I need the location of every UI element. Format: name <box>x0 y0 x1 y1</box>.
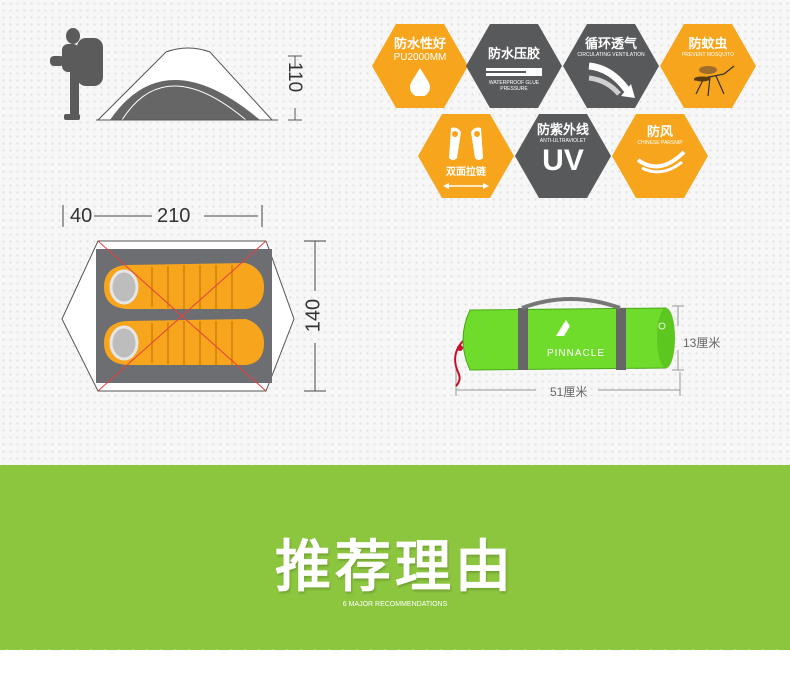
pinnacle-logo-icon <box>556 320 578 336</box>
banner-title: 推荐理由 <box>275 535 515 600</box>
uv-icon: UV <box>542 144 584 177</box>
double-arrow-icon <box>443 183 489 189</box>
bag-length-label: 51厘米 <box>550 385 588 399</box>
hiker-silhouette-icon <box>50 28 103 120</box>
feature-windproof: 防风 CHINESE PARSNIP <box>612 114 708 198</box>
bag-height-label: 13厘米 <box>683 336 721 350</box>
floor-plan-diagram <box>61 205 326 392</box>
feature-seam-tape: 防水压胶 WATERPROOF GLUE PRESSURE <box>466 24 562 108</box>
feature-double-zipper: 双面拉链 <box>418 114 514 198</box>
tent-bag-diagram <box>454 297 684 396</box>
tent-height-label: 110 <box>284 61 305 93</box>
seam-tape-icon <box>486 68 542 76</box>
feature-ventilation: 循环透气 CIRCULATING VENTILATION <box>563 24 659 108</box>
banner-subtitle: 6 MAJOR RECOMMENDATIONS <box>342 601 448 608</box>
height-marker <box>288 55 302 121</box>
zipper-pullers-icon <box>449 127 483 160</box>
scalloped-edge <box>0 643 790 679</box>
mosquito-icon <box>693 65 735 97</box>
feature-mosquito: 防蚊虫 PREVENT MOSQUITO <box>660 24 756 108</box>
brand-name: PINNACLE <box>546 348 605 359</box>
feature-waterproof: 防水性好 PU2000MM <box>372 24 468 108</box>
floor-width-label: 140 <box>302 298 325 333</box>
sleeping-bag-icon <box>104 319 264 365</box>
water-drop-icon <box>410 68 430 96</box>
airflow-arrows-icon <box>588 62 635 98</box>
tent-side-icon <box>96 47 278 121</box>
vestibule-length-label: 40 <box>70 205 93 227</box>
feature-anti-uv: 防紫外线 ANTI-ULTRAVIOLET UV <box>515 114 611 198</box>
wind-icon <box>636 150 686 174</box>
sleeping-bag-icon <box>104 263 264 309</box>
tent-side-diagram <box>50 28 302 121</box>
floor-length-label: 210 <box>157 205 191 227</box>
